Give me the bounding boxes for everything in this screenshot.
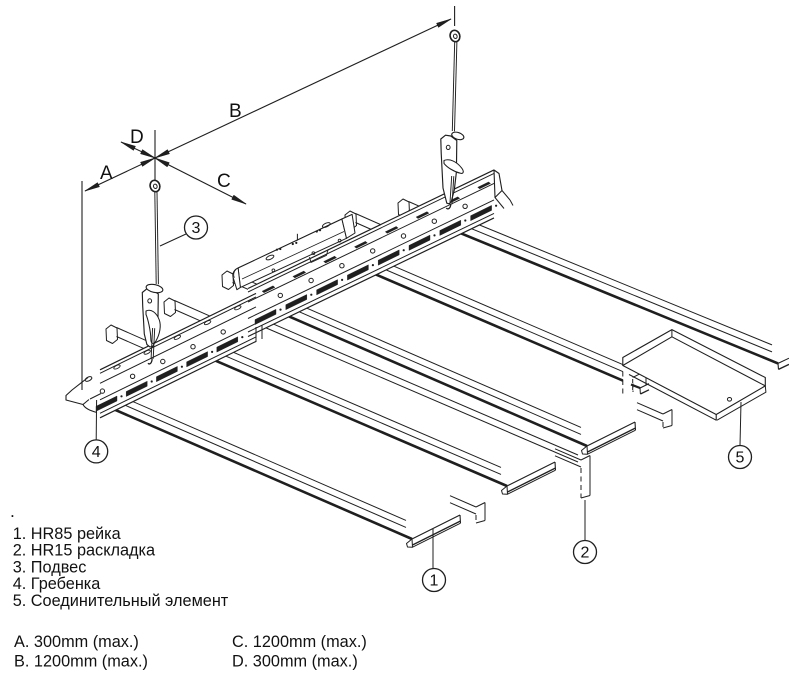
svg-text:5. Соединительный элемент: 5. Соединительный элемент [13, 592, 229, 610]
svg-text:5: 5 [736, 450, 745, 467]
svg-text:B: B [229, 101, 242, 122]
svg-text:C: C [217, 171, 231, 192]
svg-text:D. 300mm (max.): D. 300mm (max.) [232, 652, 358, 670]
svg-text:1: 1 [430, 573, 439, 590]
svg-text:D: D [130, 127, 144, 148]
svg-text:2: 2 [581, 545, 590, 562]
svg-text:3: 3 [192, 220, 201, 237]
svg-text:3. Подвес: 3. Подвес [13, 558, 87, 576]
svg-text:A: A [100, 163, 113, 184]
svg-text:2. HR15 раскладка: 2. HR15 раскладка [13, 542, 156, 560]
svg-text:.: . [10, 501, 15, 521]
svg-text:C. 1200mm (max.): C. 1200mm (max.) [232, 633, 367, 651]
svg-text:B. 1200mm (max.): B. 1200mm (max.) [14, 652, 148, 670]
svg-text:4: 4 [92, 444, 101, 461]
svg-text:1. HR85 рейка: 1. HR85 рейка [13, 525, 122, 543]
svg-text:4. Гребенка: 4. Гребенка [13, 575, 102, 593]
svg-text:A. 300mm (max.): A. 300mm (max.) [14, 633, 139, 651]
